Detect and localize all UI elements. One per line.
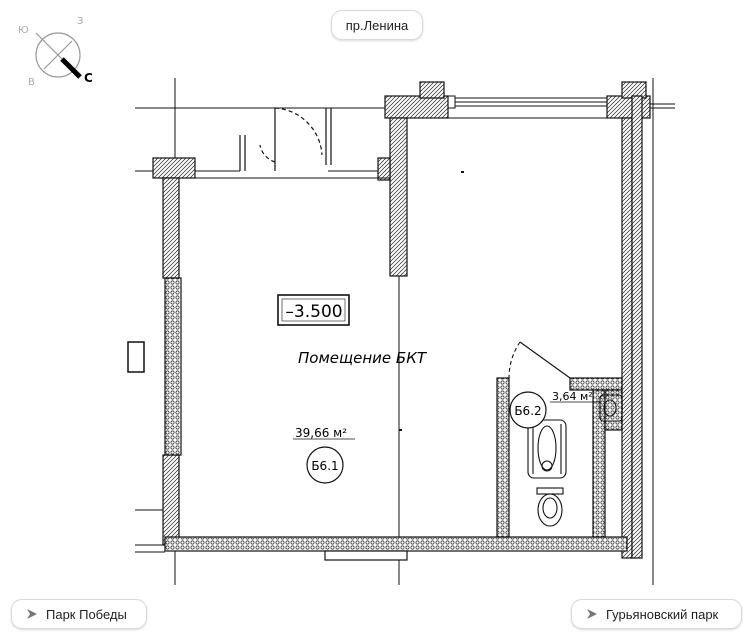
- walls-concrete: [152, 81, 651, 559]
- compass-ring: [35, 32, 81, 78]
- nav-right-label: Гурьяновский парк: [606, 606, 719, 622]
- wc-tag-label: Б6.2: [514, 404, 541, 418]
- compass-east-label: В: [28, 77, 35, 88]
- nav-button-left[interactable]: Парк Победы: [11, 599, 147, 629]
- toilet-tank: [536, 487, 564, 495]
- level-mark: –3.500: [277, 294, 350, 326]
- door-bottom: [324, 550, 408, 561]
- street-label-text: пр.Ленина: [345, 17, 409, 33]
- arrow-left-icon: [27, 609, 37, 619]
- compass-north-label: С: [84, 71, 93, 85]
- room-name: Помещение БКТ: [298, 349, 428, 367]
- compass-south-label: Ю: [18, 25, 29, 36]
- sink-icon: [599, 394, 623, 422]
- window-top: [447, 95, 615, 109]
- adjacent-room-tag: [127, 341, 145, 373]
- sink-bowl: [603, 399, 617, 417]
- wc-door: [508, 341, 571, 379]
- compass-west-label: З: [77, 16, 83, 27]
- room-tag-label: Б6.1: [311, 459, 338, 473]
- compass-cross-axis: [43, 40, 73, 70]
- compass: Ю З В С: [18, 16, 93, 88]
- wheelchair-icon: [527, 419, 567, 479]
- wc-area-label: 3,64 м²: [552, 390, 593, 403]
- marks: [399, 171, 464, 431]
- arrow-right-icon: [587, 609, 597, 619]
- door-top: [239, 107, 332, 171]
- level-mark-text: –3.500: [285, 302, 342, 322]
- walls-masonry: [164, 277, 628, 552]
- toilet-icon: [537, 493, 563, 527]
- street-label-top: пр.Ленина: [331, 10, 423, 40]
- room-tag: Б6.1: [306, 446, 344, 484]
- wc-fixtures: [527, 394, 623, 527]
- room-area: 39,66 м²: [295, 426, 347, 440]
- compass-north-needle: [60, 57, 82, 79]
- wc-tag: Б6.2: [509, 391, 547, 429]
- nav-button-right[interactable]: Гурьяновский парк: [571, 599, 742, 629]
- nav-left-label: Парк Победы: [46, 606, 127, 622]
- room-outline: [181, 117, 622, 538]
